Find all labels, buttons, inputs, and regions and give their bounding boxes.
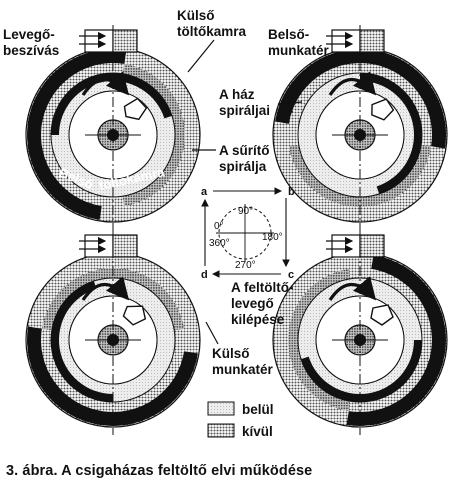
spiral-band-dark [27,326,198,426]
svg-text:munkatér: munkatér [268,43,330,58]
svg-text:270°: 270° [235,260,256,271]
outlet-port [371,98,395,121]
label-air-intake: Levegő- beszívás [3,27,59,58]
outlet-shape [123,97,148,121]
inlet-duct [331,234,361,258]
legend-swatch-inside [207,401,235,416]
phase-diagram: a b c d 90° 0° 360° 180° 270° [201,186,295,281]
compressor-spiral [301,340,422,402]
outlet-shape [122,305,147,326]
svg-text:c: c [288,269,294,281]
svg-text:Belső-: Belső- [268,27,309,42]
compressor-spiral [360,73,422,194]
housing-spiral-wall [288,255,446,426]
label-housing-spirals: A ház spiráljai [219,87,303,118]
svg-text:90°: 90° [238,206,253,217]
svg-text:spirálja: spirálja [219,159,267,174]
spiral-band-dense [288,144,432,207]
svg-text:kilépése: kilépése [231,312,285,327]
svg-text:Levegő-: Levegő- [3,27,55,42]
spiral-band-dense [41,268,185,331]
svg-text:Külső: Külső [212,346,250,361]
figure-caption: 3. ábra. A csigaházas feltöltő elvi műkö… [6,463,313,479]
inlet-duct-dotted [112,234,138,258]
label-outer-workspace: Külső munkatér [205,321,274,377]
inlet-duct-dotted [359,29,385,53]
outlet-port [122,305,147,326]
legend-swatch-outside [207,423,235,438]
inlet-duct [84,234,114,258]
compressor-spiral [51,73,172,135]
legend: belül kívül [207,401,274,439]
outlet-shape [370,304,394,326]
svg-text:d: d [201,269,208,281]
outlet-shape [371,98,395,121]
svg-text:360°: 360° [209,238,230,249]
spiral-band-dark [275,49,446,149]
svg-text:levegő: levegő [231,296,274,311]
outlet-port [370,304,394,326]
svg-text:180°: 180° [262,232,283,243]
label-air-exit: A feltöltő- levegő kilépése [231,280,293,327]
svg-text:spiráljai: spiráljai [219,103,270,118]
svg-text:munkatér: munkatér [212,362,274,377]
scroll-unit-top-left [25,25,201,230]
scroll-unit-bottom-left [25,230,201,435]
label-outer-chamber: Külső töltőkamra [177,8,247,73]
svg-text:0°: 0° [214,221,224,232]
inlet-duct-dotted [359,234,385,258]
label-compressor-spiral: A sűrítő spirálja [192,143,270,174]
svg-text:a: a [201,186,208,198]
label-inner-workspace: Belső- munkatér [268,27,330,58]
flow-arrow [81,71,130,96]
inlet-duct-dotted [112,29,138,53]
legend-label-outside: kívül [242,424,273,439]
housing-spiral-wall [27,49,185,220]
svg-text:töltőkamra: töltőkamra [177,24,247,39]
housing-spiral-wall [275,49,446,207]
outlet-port [123,97,148,121]
svg-text:Külső: Külső [177,8,215,23]
svg-text:b: b [288,186,295,198]
svg-text:beszívás: beszívás [3,43,59,58]
flow-arrow [328,71,377,96]
spiral-band-dense [122,63,185,207]
flow-arrow [328,276,377,301]
scroll-unit-top-right [272,25,448,230]
spiral-band-dark [346,255,446,426]
legend-label-inside: belül [242,402,274,417]
svg-text:A sűrítő: A sűrítő [219,143,270,158]
compressor-spiral [50,281,113,402]
scroll-unit-bottom-right [272,230,448,435]
svg-text:A feltöltő-: A feltöltő- [231,280,293,295]
inlet-duct [84,29,114,53]
housing-spiral-wall [27,268,198,426]
svg-text:A ház: A ház [219,87,255,102]
spiral-band-dark [27,49,127,220]
inlet-duct [331,29,361,53]
spiral-band-dense [288,268,351,412]
flow-arrow [81,276,130,301]
